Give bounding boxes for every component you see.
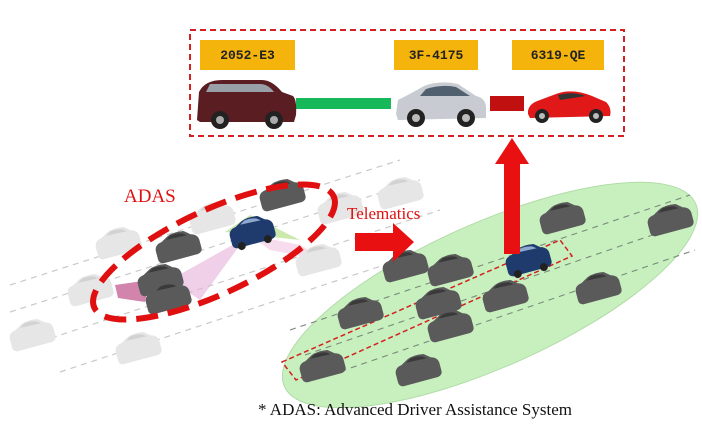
suv-car-icon xyxy=(197,80,297,129)
green-link-bar xyxy=(296,98,391,109)
adas-scope-ellipse xyxy=(90,181,338,323)
sensor-beam-side xyxy=(170,238,245,300)
plate-label: 6319-QE xyxy=(512,40,604,70)
faint-car xyxy=(112,327,163,366)
red-link-bar xyxy=(490,96,524,111)
adas-label: ADAS xyxy=(124,186,176,207)
upward-arrow xyxy=(495,138,529,254)
telematics-coverage-ellipse xyxy=(281,181,699,409)
footnote: * ADAS: Advanced Driver Assistance Syste… xyxy=(258,400,572,419)
dark-car xyxy=(256,174,307,213)
lane-highlight-box xyxy=(280,239,574,381)
faint-car xyxy=(6,314,57,353)
plate-label: 2052-E3 xyxy=(200,40,295,70)
sports-car-icon xyxy=(527,91,611,123)
telematics-scene xyxy=(280,181,699,409)
sedan-car-icon xyxy=(396,82,486,127)
faint-car xyxy=(92,222,143,261)
telematics-arrow xyxy=(355,223,414,262)
telematics-label: Telematics xyxy=(347,204,421,223)
plate-label: 3F-4175 xyxy=(394,40,478,70)
adas-road-scene xyxy=(6,159,461,373)
